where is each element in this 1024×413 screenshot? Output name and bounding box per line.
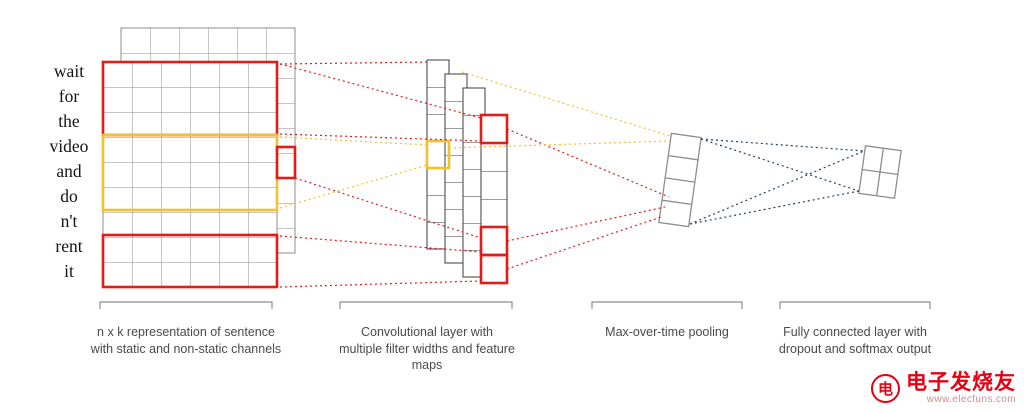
caption-max-pooling: Max-over-time pooling (605, 325, 729, 339)
connection-lines-red (279, 61, 670, 288)
fully-connected-output (858, 144, 902, 200)
caption-conv-layer: Convolutional layer with multiple filter… (339, 325, 515, 372)
sentence-word: do (60, 186, 78, 206)
sentence-word: the (58, 111, 80, 131)
watermark-url: www.elecfuns.com (926, 394, 1016, 405)
section-brackets (99, 301, 931, 309)
caption-fully-connected: Fully connected layer with dropout and s… (778, 325, 932, 356)
sentence-word: rent (55, 236, 83, 256)
gear-logo-icon: 电 (871, 373, 900, 403)
sentence-word: it (64, 261, 74, 281)
connection-lines-navy (689, 138, 865, 225)
sentence-word: video (49, 136, 89, 156)
sentence-word: wait (53, 61, 85, 81)
max-pooling-column (658, 132, 702, 228)
watermark: 电 电子发烧友 www.elecfuns.com (871, 370, 1016, 405)
sentence-words: wait for the video and do n't rent it (36, 59, 102, 284)
sentence-word: n't (60, 211, 78, 231)
connection-lines-yellow (279, 71, 671, 209)
sentence-matrix-front-channel (102, 61, 278, 288)
conv-feature-maps (426, 59, 508, 284)
watermark-text: 电子发烧友 www.elecfuns.com (906, 370, 1016, 405)
sentence-word: for (58, 86, 80, 106)
filter-window-highlights (101, 60, 297, 289)
sentence-word: and (56, 161, 82, 181)
caption-input-representation: n x k representation of sentence with st… (90, 325, 282, 356)
watermark-brand: 电子发烧友 (906, 370, 1016, 394)
